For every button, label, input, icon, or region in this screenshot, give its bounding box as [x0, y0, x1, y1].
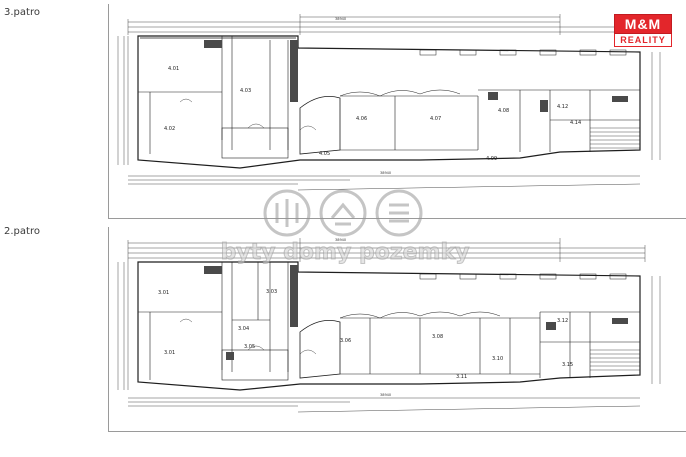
- floor-plan-sheet-2: [108, 227, 686, 432]
- watermark-icons: [263, 189, 423, 237]
- room-labels-floor-3: 4.01 4.02 4.03 4.05 4.06 4.07 4.08 4.09 …: [164, 17, 581, 175]
- room-labels-floor-2: 3.01 3.01 3.03 3.04 3.05 3.06 3.08 3.10 …: [158, 238, 573, 397]
- floor-plan-3: [117, 14, 661, 191]
- room-label: 4.01: [168, 66, 179, 72]
- room-label: 3.12: [557, 318, 568, 324]
- dimension-label: 38940: [380, 393, 391, 397]
- room-label: 3.10: [492, 356, 503, 362]
- room-label: 4.05: [319, 151, 330, 157]
- room-label: 3.05: [244, 344, 255, 350]
- room-label: 4.12: [557, 104, 568, 110]
- room-label: 4.09: [486, 156, 497, 162]
- logo-subtitle: REALITY: [614, 34, 672, 47]
- room-label: 4.08: [498, 108, 509, 114]
- room-label: 4.07: [430, 116, 441, 122]
- brand-logo: M&M REALITY: [614, 14, 672, 47]
- room-label: 3.04: [238, 326, 249, 332]
- floor-plan-2: [117, 238, 661, 413]
- logo-mark: M&M: [614, 14, 672, 34]
- room-label: 3.08: [432, 334, 443, 340]
- room-label: 3.03: [266, 289, 277, 295]
- watermark-text: byty domy pozemky: [220, 240, 470, 266]
- room-label: 4.03: [240, 88, 251, 94]
- dimension-label: 38940: [335, 238, 346, 242]
- room-label: 4.06: [356, 116, 367, 122]
- room-label: 4.14: [570, 120, 581, 126]
- room-label: 3.01: [158, 290, 169, 296]
- room-label: 3.11: [456, 374, 467, 380]
- floor-plan-sheet-3: [108, 4, 686, 219]
- dimension-label: 38940: [380, 171, 391, 175]
- floor-label-2: 2.patro: [4, 226, 40, 237]
- room-label: 3.15: [562, 362, 573, 368]
- dimension-label: 38940: [335, 17, 346, 21]
- room-label: 4.02: [164, 126, 175, 132]
- room-label: 3.01: [164, 350, 175, 356]
- room-label: 3.06: [340, 338, 351, 344]
- floor-label-3: 3.patro: [4, 7, 40, 18]
